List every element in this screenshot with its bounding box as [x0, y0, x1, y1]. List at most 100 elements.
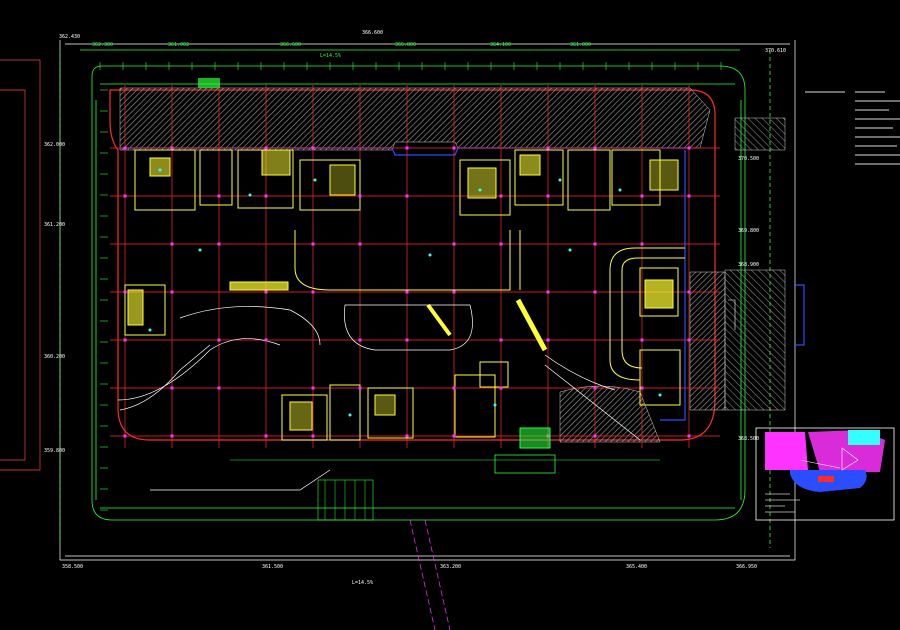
column-marker [123, 290, 127, 294]
column-marker [123, 434, 127, 438]
cyan-marker [618, 188, 622, 192]
column-marker [264, 194, 268, 198]
elev-top-right: 370.610 [765, 48, 786, 54]
elev-top-6: 361.000 [570, 42, 591, 48]
column-marker [217, 242, 221, 246]
column-marker [593, 434, 597, 438]
column-marker [123, 146, 127, 150]
hatch-right-upper [734, 117, 786, 151]
column-marker [640, 386, 644, 390]
column-marker [311, 146, 315, 150]
elev-top-4: 365.800 [395, 42, 416, 48]
column-marker [593, 146, 597, 150]
elev-right-1: 370.500 [738, 156, 759, 162]
key-zone-cyan [848, 430, 880, 445]
hatch-bottom-right [559, 385, 661, 443]
column-marker [217, 386, 221, 390]
column-marker [546, 290, 550, 294]
elev-bottom-2: 361.500 [262, 564, 283, 570]
elev-top-1: 362.300 [92, 42, 113, 48]
bottom-entrance [198, 78, 660, 630]
cyan-marker [198, 248, 202, 252]
cyan-marker [478, 188, 482, 192]
column-marker [593, 386, 597, 390]
cyan-marker [493, 403, 497, 407]
column-marker [358, 194, 362, 198]
landscape-curves [117, 304, 641, 491]
hatch-right-ramp [689, 271, 726, 411]
column-marker [452, 386, 456, 390]
column-marker [264, 434, 268, 438]
key-zone-red [818, 476, 834, 482]
key-plan [755, 427, 895, 521]
column-marker [170, 386, 174, 390]
hatch-top-canopy [119, 87, 711, 151]
cyan-marker [348, 413, 352, 417]
column-marker [405, 290, 409, 294]
column-marker [405, 146, 409, 150]
column-marker [358, 338, 362, 342]
elev-right-2: 369.800 [738, 228, 759, 234]
column-marker [640, 242, 644, 246]
elev-bottom-3: 363.200 [440, 564, 461, 570]
cyan-marker [148, 328, 152, 332]
column-marker [311, 290, 315, 294]
cyan-marker [428, 253, 432, 257]
column-marker [452, 434, 456, 438]
annotation-marks [123, 146, 691, 438]
column-marker [499, 386, 503, 390]
elev-right-3: 368.900 [738, 262, 759, 268]
column-marker [640, 194, 644, 198]
slope-top: L=14.5% [320, 53, 341, 59]
column-marker [311, 242, 315, 246]
column-marker [264, 146, 268, 150]
elev-top-2: 361.002 [168, 42, 189, 48]
column-marker [405, 434, 409, 438]
slope-bottom: L=14.5% [352, 580, 373, 586]
column-marker [123, 194, 127, 198]
elev-left-2: 361.200 [44, 222, 65, 228]
column-marker [593, 242, 597, 246]
column-marker [264, 338, 268, 342]
column-marker [358, 386, 362, 390]
column-marker [405, 194, 409, 198]
column-marker [170, 290, 174, 294]
building-outline [109, 89, 716, 441]
column-marker [452, 290, 456, 294]
cyan-marker [558, 178, 562, 182]
column-marker [264, 290, 268, 294]
column-marker [217, 338, 221, 342]
elev-left-4: 359.800 [44, 448, 65, 454]
elev-top-left: 362.430 [59, 34, 80, 40]
cyan-marker [568, 248, 572, 252]
elevation-labels: 362.430 366.600 370.610 362.300 361.002 … [44, 30, 786, 586]
cyan-marker [658, 393, 662, 397]
hatch-right-extension [724, 269, 786, 411]
column-marker [687, 338, 691, 342]
column-marker [546, 338, 550, 342]
column-marker [311, 386, 315, 390]
elev-left-3: 360.200 [44, 354, 65, 360]
elev-left-1: 362.000 [44, 142, 65, 148]
elev-top-main: 366.600 [362, 30, 383, 36]
column-marker [311, 434, 315, 438]
column-marker [358, 242, 362, 246]
elev-top-3: 366.600 [280, 42, 301, 48]
column-marker [499, 242, 503, 246]
property-boundary [0, 40, 796, 561]
column-marker [452, 146, 456, 150]
elev-top-5: 364.100 [490, 42, 511, 48]
column-marker [170, 434, 174, 438]
cyan-marker [313, 178, 317, 182]
column-marker [687, 194, 691, 198]
elev-bottom-1: 358.500 [62, 564, 83, 570]
drawing-notes [805, 91, 900, 165]
column-marker [593, 290, 597, 294]
key-zone-magenta [765, 432, 808, 470]
column-marker [640, 338, 644, 342]
cyan-marker [248, 193, 252, 197]
column-marker [687, 290, 691, 294]
column-marker [499, 338, 503, 342]
